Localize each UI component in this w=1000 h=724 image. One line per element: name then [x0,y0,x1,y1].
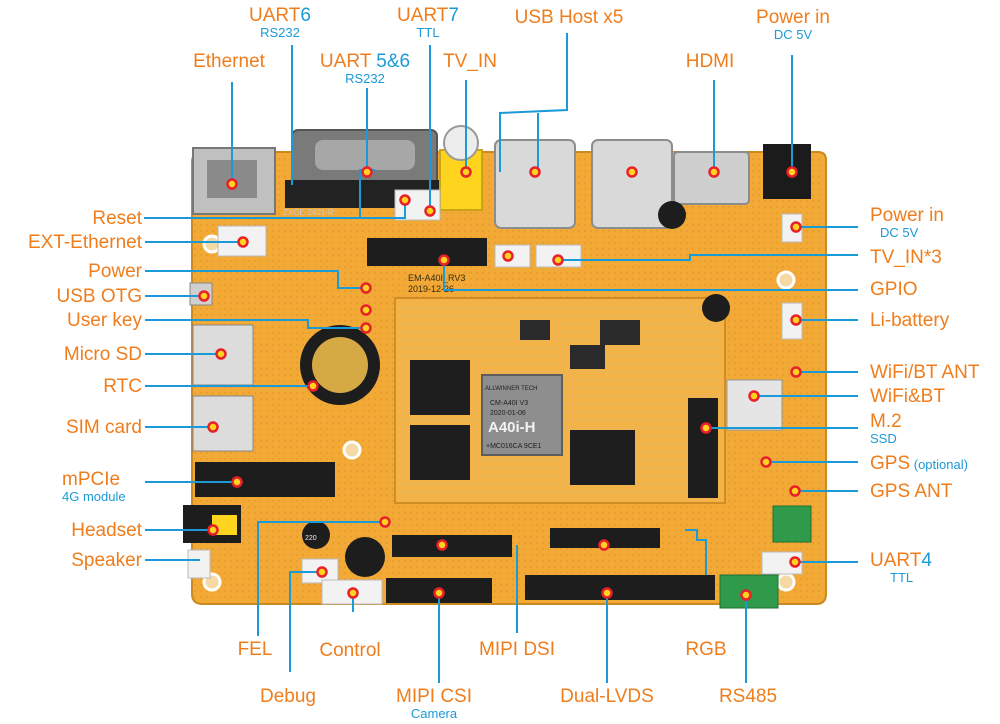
label-dual-lvds: Dual-LVDS [560,686,654,707]
label-speaker: Speaker [71,550,142,571]
label-mipi-dsi: MIPI DSI [478,639,556,660]
label-reset: Reset [92,208,142,229]
label-wifi-bt: WiFi&BT [870,386,945,407]
label-gps-ant: GPS ANT [870,481,953,502]
core-module [394,297,726,504]
leader-lines [144,33,858,683]
label-sim-card: SIM card [65,417,142,438]
label-ethernet: Ethernet [193,51,265,72]
label-usb-host: USB Host x5 [514,7,624,28]
label-li-battery: Li-battery [870,310,950,331]
label-debug: Debug [260,686,316,707]
label-gps: GPS (optional) [870,453,968,474]
flash-text: ZXGE-2401-R [283,208,334,217]
label-fel: FEL [237,639,273,660]
label-rtc: RTC [103,376,142,397]
label-gpio: GPIO [870,279,918,300]
label-tv-in: TV_IN [443,51,497,72]
label-hdmi: HDMI [685,51,735,72]
label-rs485: RS485 [718,686,778,707]
cap-text: 220 [305,535,317,542]
soc-line2-text: 2020-01-06 [490,410,526,417]
label-micro-sd: Micro SD [63,344,142,365]
label-rgb: RGB [685,639,727,660]
soc-code-text: +MC016CA 9CE1 [486,443,542,450]
label-tv-in3: TV_IN*3 [870,247,942,268]
soc-line1-text: CM-A40I V3 [490,400,528,407]
label-user-key: User key [67,310,142,331]
label-power: Power [88,261,142,282]
markers [198,166,802,601]
label-control: Control [319,640,381,661]
label-wifi-bt-ant: WiFi/BT ANT [870,362,980,383]
label-headset: Headset [71,520,142,541]
board-silkscreen: EM-A40I_RV3 2019-12-26 ALLWINNER TECH CM… [283,208,542,542]
soc-name-text: A40i-H [488,419,536,436]
connectors [183,125,812,609]
board-date-text: 2019-12-26 [408,284,454,294]
soc-brand-text: ALLWINNER TECH [485,386,537,392]
label-usb-otg: USB OTG [56,286,142,307]
board-model-text: EM-A40I_RV3 [408,273,465,283]
label-ext-ethernet: EXT-Ethernet [27,232,142,253]
